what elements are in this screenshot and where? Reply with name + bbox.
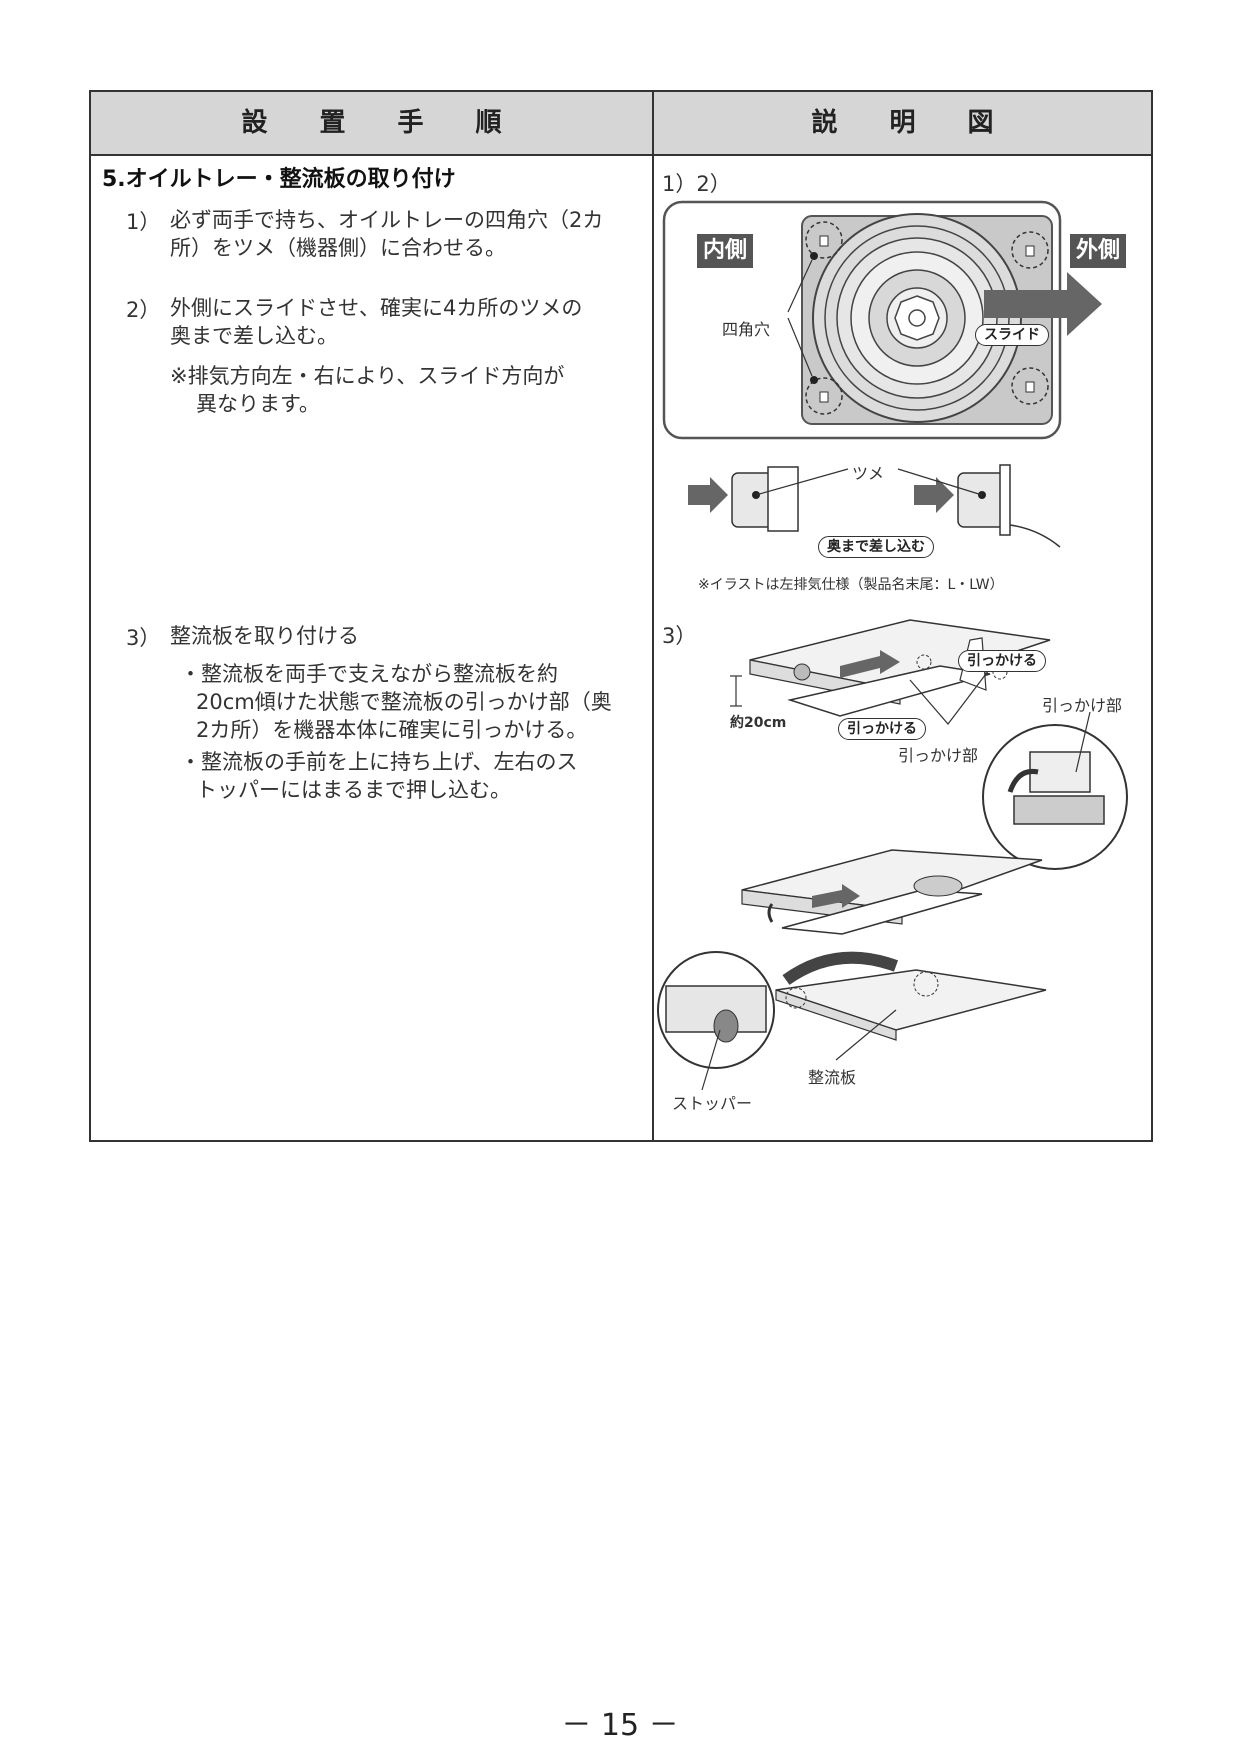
step-1-number: 1） (126, 210, 161, 234)
claw-detail-figure (688, 464, 1061, 548)
bullet-1-line-1: ・整流板を両手で支えながら整流板を約 (180, 662, 558, 686)
stopper-figure (657, 951, 1047, 1091)
hook-part-label-2: 引っかけ部 (1042, 696, 1123, 715)
header-procedure: 設 置 手 順 (241, 108, 502, 138)
fig1-label: 1）2） (662, 172, 731, 196)
rectifier-lift-figure (741, 849, 1043, 935)
section-title: 5.オイルトレー・整流板の取り付け (102, 167, 456, 192)
square-hole-label: 四角穴 (722, 320, 771, 339)
claw-label: ツメ (852, 464, 885, 483)
stopper-label: ストッパー (672, 1094, 753, 1113)
bullet-1-line-2: 20cm傾けた状態で整流板の引っかけ部（奥 (196, 690, 612, 714)
step-2-number: 2） (126, 298, 161, 322)
hook-detail-zoom (982, 711, 1128, 870)
slide-pill: スライド (975, 324, 1049, 346)
procedure-table: 設 置 手 順 説 明 図 (89, 90, 1153, 1142)
hook-pill-bottom: 引っかける (838, 718, 926, 740)
header-illustration: 説 明 図 (811, 108, 994, 138)
table-header: 設 置 手 順 説 明 図 (91, 92, 1151, 156)
bullet-1-line-3: 2カ所）を機器本体に確実に引っかける。 (196, 718, 588, 742)
note-line-2: 異なります。 (196, 392, 320, 416)
bullet-2-line-1: ・整流板の手前を上に持ち上げ、左右のス (180, 750, 578, 774)
step-1-line-2: 所）をツメ（機器側）に合わせる。 (170, 236, 506, 260)
oil-tray-figure (662, 200, 1102, 440)
fig3-label: 3） (662, 624, 697, 648)
push-in-pill: 奥まで差し込む (818, 536, 934, 558)
step-3-number: 3） (126, 626, 161, 650)
step-1-line-1: 必ず両手で持ち、オイルトレーの四角穴（2カ (170, 208, 604, 232)
hook-part-label-1: 引っかけ部 (898, 746, 979, 765)
column-divider (652, 92, 654, 1140)
rectifier-board-label: 整流板 (808, 1068, 857, 1087)
step-2-line-1: 外側にスライドさせ、確実に4カ所のツメの (170, 296, 583, 320)
step-3-line-1: 整流板を取り付ける (170, 624, 359, 648)
page-number: － 15 － (561, 1708, 679, 1743)
distance-label: 約20cm (730, 715, 787, 731)
rectifier-hook-figure (730, 619, 1051, 725)
hook-pill-top: 引っかける (958, 650, 1046, 672)
bullet-2-line-2: トッパーにはまるまで押し込む。 (196, 778, 511, 802)
inner-side-tag: 内側 (697, 234, 754, 268)
step-2-line-2: 奥まで差し込む。 (170, 324, 338, 348)
outer-side-tag: 外側 (1070, 234, 1127, 268)
note-line-1: ※排気方向左・右により、スライド方向が (170, 364, 565, 388)
fig1-note: ※イラストは左排気仕様（製品名末尾：L・LW） (698, 577, 1004, 593)
